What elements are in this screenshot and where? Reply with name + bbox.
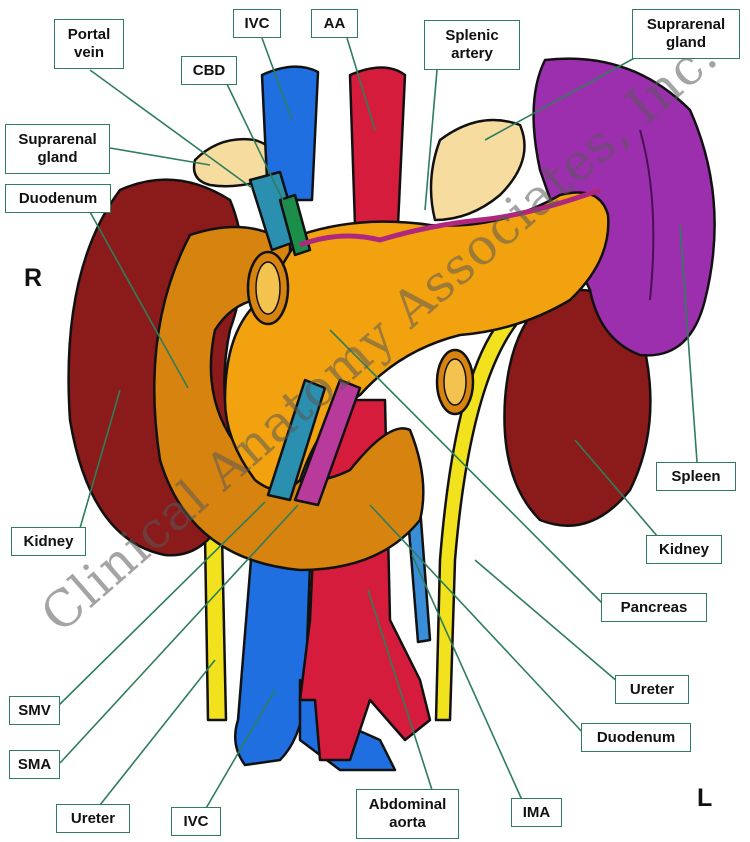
label-ivc-top: IVC: [233, 9, 281, 38]
label-kidney-left: Kidney: [11, 527, 86, 556]
label-aa: AA: [311, 9, 358, 38]
duodenum-shape: [153, 225, 425, 572]
label-duodenum-bottom: Duodenum: [581, 723, 691, 752]
label-abdominal-aorta: Abdominal aorta: [356, 789, 459, 839]
suprarenal-left-shape: [429, 118, 526, 222]
label-smv: SMV: [9, 696, 60, 725]
ureter-left-shape: [203, 533, 228, 722]
ureter-right-shape: [434, 313, 522, 722]
label-cbd: CBD: [181, 56, 237, 85]
left-side-marker: L: [697, 784, 713, 812]
right-side-marker: R: [24, 264, 43, 292]
splenic-artery-shape: [299, 187, 601, 248]
label-ivc-bottom: IVC: [171, 807, 221, 836]
aa-upper-shape: [348, 66, 407, 227]
label-kidney-right: Kidney: [646, 535, 722, 564]
label-duodenum-top: Duodenum: [5, 184, 111, 213]
label-portal-vein: Portal vein: [54, 19, 124, 69]
label-ureter-right: Ureter: [615, 675, 689, 704]
label-pancreas: Pancreas: [601, 593, 707, 622]
smv-shape: [266, 378, 327, 502]
spleen-shape: [532, 57, 716, 357]
label-suprarenal-gland-left: Suprarenal gland: [632, 9, 740, 59]
label-ima: IMA: [511, 798, 562, 827]
label-spleen: Spleen: [656, 462, 736, 491]
label-splenic-artery: Splenic artery: [424, 20, 520, 70]
ivc-upper-shape: [260, 65, 320, 202]
label-suprarenal-gland-right: Suprarenal gland: [5, 124, 110, 174]
label-ureter-left: Ureter: [56, 804, 130, 833]
label-sma: SMA: [9, 750, 60, 779]
sma-shape: [293, 378, 362, 507]
